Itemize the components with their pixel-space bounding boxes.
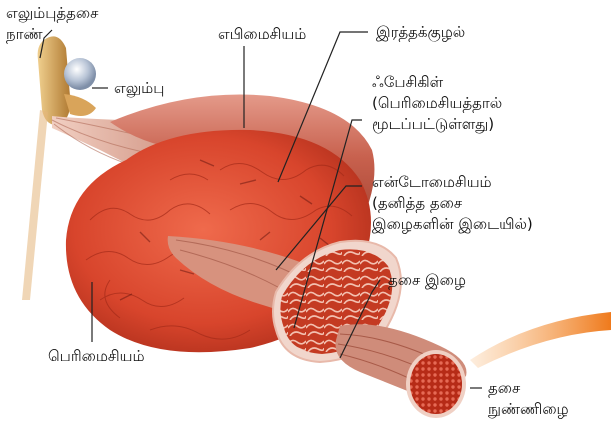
myofibril-label-line-1: தசை — [488, 378, 569, 399]
endomysium-label-line-3: இழைகளின் இடையில்) — [372, 214, 533, 235]
fascicle-label-line-1: ஃபேசிகிள் — [372, 72, 502, 93]
perimysium-label: பெரிமைசியம் — [48, 346, 145, 367]
muscle-fiber-label: தசை இழை — [388, 270, 466, 291]
endomysium-label-line-1: என்டோமைசியம் — [372, 172, 533, 193]
endomysium-label-line-2: (தனித்த தசை — [372, 193, 533, 214]
bone-label: எலும்பு — [114, 78, 164, 99]
myofibril-cross-section — [406, 350, 466, 418]
fascicle-label: ஃபேசிகிள் (பெரிமைசியத்தால் மூடப்பட்டுள்ள… — [372, 72, 502, 135]
endomysium-label: என்டோமைசியம் (தனித்த தசை இழைகளின் இடையில… — [372, 172, 533, 235]
fascicle-label-line-3: மூடப்பட்டுள்ளது) — [372, 114, 502, 135]
decorative-swoosh — [470, 312, 611, 368]
blood-vessel-label: இரத்தக்குழல் — [376, 22, 465, 43]
myofibril-label: தசை நுண்ணிழை — [488, 378, 569, 420]
tendon-label: எலும்புத்தசை நாண் — [6, 3, 98, 45]
tendon-label-line-1: எலும்புத்தசை — [6, 3, 98, 24]
epimysium-label: எபிமைசியம் — [218, 24, 306, 45]
myofibril-label-line-2: நுண்ணிழை — [488, 399, 569, 420]
fascicle-label-line-2: (பெரிமைசியத்தால் — [372, 93, 502, 114]
tendon-label-line-2: நாண் — [6, 24, 98, 45]
